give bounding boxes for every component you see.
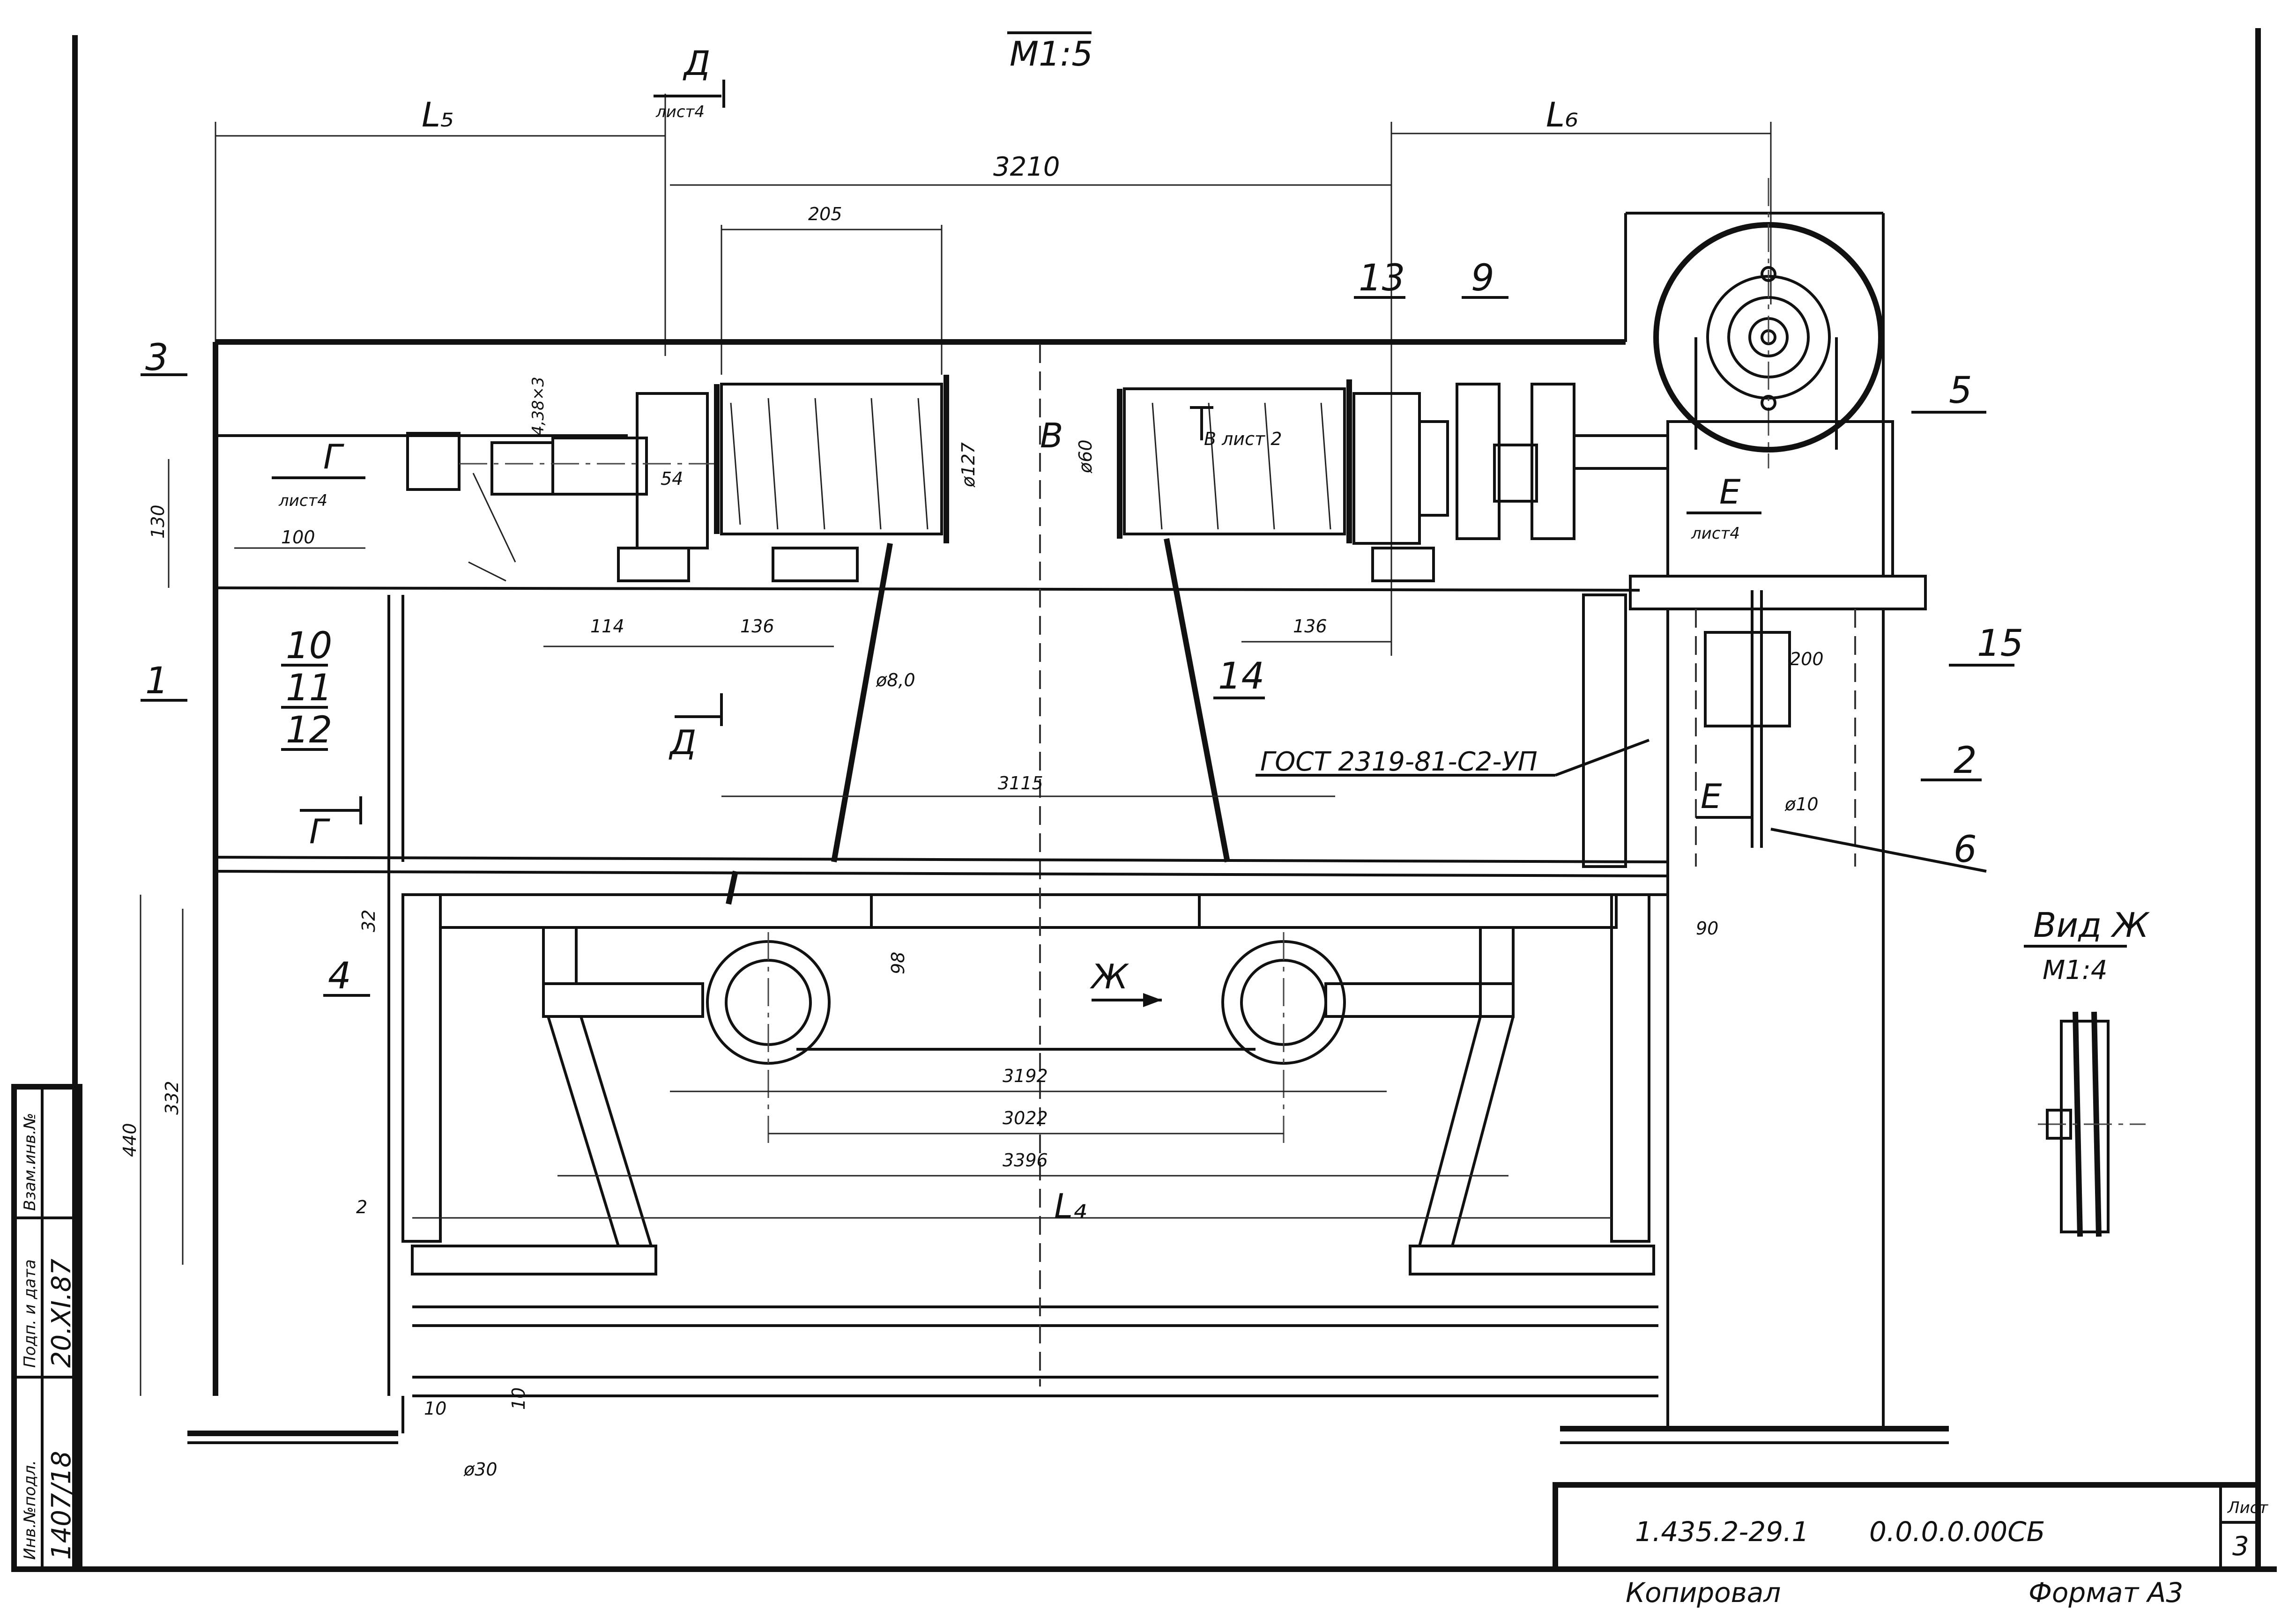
dim-332: 332 [162,1081,182,1115]
top-dimensions: L₅ L₆ 3210 205 [215,94,1772,656]
dim-32: 32 [358,910,379,932]
section-g-sheet: лист4 [278,491,327,510]
dim-200: 200 [1790,649,1824,669]
dim-98: 98 [888,952,908,974]
dim-3022: 3022 [1003,1108,1048,1128]
dim-3115: 3115 [998,773,1043,793]
view-zh-scale: М1:4 [2043,955,2107,986]
view-zh-arrow-label: Ж [1090,957,1129,996]
section-b-sheet: В лист 2 [1204,429,1282,449]
dim-90: 90 [1696,918,1718,939]
dim-100: 100 [281,527,315,548]
pos-13: 13 [1359,257,1405,299]
position-callouts: 3 1 10 11 12 4 13 9 5 15 14 2 6 [141,257,2023,997]
left-drum [714,375,949,582]
section-e-top: Е [1719,472,1741,512]
dim-440: 440 [119,1123,140,1157]
dim-80: ø8,0 [876,670,915,690]
section-d-mid: Д [669,723,696,762]
base-plate [187,1396,404,1444]
dim-3210: 3210 [993,152,1060,182]
title-sheet-number: 3 [2232,1531,2249,1562]
pos-4: 4 [328,955,351,997]
scale-main: М1:5 [1010,34,1093,74]
section-d-top: Д лист4 [654,44,725,121]
dim-114: 114 [590,616,624,637]
footer: Копировал Формат А3 [1626,1577,2183,1609]
dim-54: 54 [661,468,683,489]
dim-60: ø60 [1075,439,1096,474]
scale-label: М1:5 [1007,31,1093,74]
dim-130: 130 [148,504,168,539]
view-zh-title: Вид Ж [2033,905,2150,945]
pos-14: 14 [1218,655,1264,697]
stamp-date-value: 20.XI.87 [46,1259,77,1368]
lower-carriage [401,890,1668,1397]
pos-12: 12 [286,709,332,751]
stamp-vzam-inv: Взам.инв.№ [21,1113,39,1211]
title-designation: 1.435.2-29.1 [1635,1516,1809,1548]
section-b-letter: В [1040,416,1063,455]
motor-assembly [406,392,721,582]
dim-136b: 136 [1293,616,1327,637]
view-zh: Вид Ж М1:4 [2024,905,2150,1237]
dim-L4: L₄ [1054,1186,1086,1226]
ropes [726,538,1230,905]
section-d-letter: Д [683,44,710,83]
dim-136: 136 [740,616,774,637]
dim-2: 2 [356,1197,367,1217]
pos-2: 2 [1954,740,1977,782]
dim-L6: L₆ [1546,95,1578,134]
middle-beam [213,588,1668,1396]
dim-4x8x3: 4,38×3 [529,377,548,436]
right-drum [1117,379,1435,582]
pos-15: 15 [1977,623,2023,665]
section-d-sheet: лист4 [655,103,705,121]
gost-text: ГОСТ 2319-81-С2-УП [1260,747,1538,777]
dim-30: ø30 [463,1459,498,1480]
dim-205: 205 [808,204,842,224]
dim-127: ø127 [958,442,979,488]
pos-3: 3 [145,337,169,379]
stamp-podp-data: Подп. и дата [21,1259,39,1368]
side-stamp: Инв.№подл. Подп. и дата Взам.инв.№ 1407/… [11,1084,82,1572]
section-markers: Г лист4 Г Д В В лист 2 Е лист4 Е Ж [272,406,1761,1007]
section-e-low: Е [1701,777,1722,816]
title-code: 0.0.0.0.00СБ [1869,1516,2045,1548]
dim-10c: ø10 [1784,794,1819,815]
couplings [1418,383,1668,540]
dim-3396: 3396 [1003,1150,1048,1171]
title-sheet-label: Лист [2227,1498,2268,1517]
pos-10: 10 [286,625,332,667]
section-g: Г [323,437,344,476]
dimension-texts: 100 114 136 136 130 4,38×3 54 ø127 ø60 ø… [119,377,1824,1480]
dim-10b: 10 [508,1387,529,1410]
title-block: 1.435.2-29.1 0.0.0.0.00СБ Лист 3 [1553,1482,2268,1572]
section-e-sheet: лист4 [1691,524,1740,543]
pos-6: 6 [1954,829,1977,871]
section-g-low: Г [309,812,330,851]
pos-1: 1 [145,660,169,702]
pos-5: 5 [1949,370,1972,412]
dim-3192: 3192 [1003,1066,1048,1086]
footer-copied: Копировал [1626,1577,1781,1609]
lower-dimensions [140,459,1612,1396]
upper-frame [213,212,1885,890]
dim-L5: L₅ [422,95,454,134]
column [1560,590,1949,1444]
stamp-inv-podl: Инв.№подл. [21,1460,39,1560]
reel-assembly [1629,178,1927,610]
pos-9: 9 [1471,257,1494,299]
gost-label: ГОСТ 2319-81-С2-УП [1256,739,1650,777]
dim-10a: 10 [424,1398,446,1419]
pos-11: 11 [286,667,332,709]
stamp-inv-value: 1407/18 [46,1451,77,1560]
drawing-frame [72,28,2277,1572]
footer-format: Формат А3 [2029,1577,2183,1609]
